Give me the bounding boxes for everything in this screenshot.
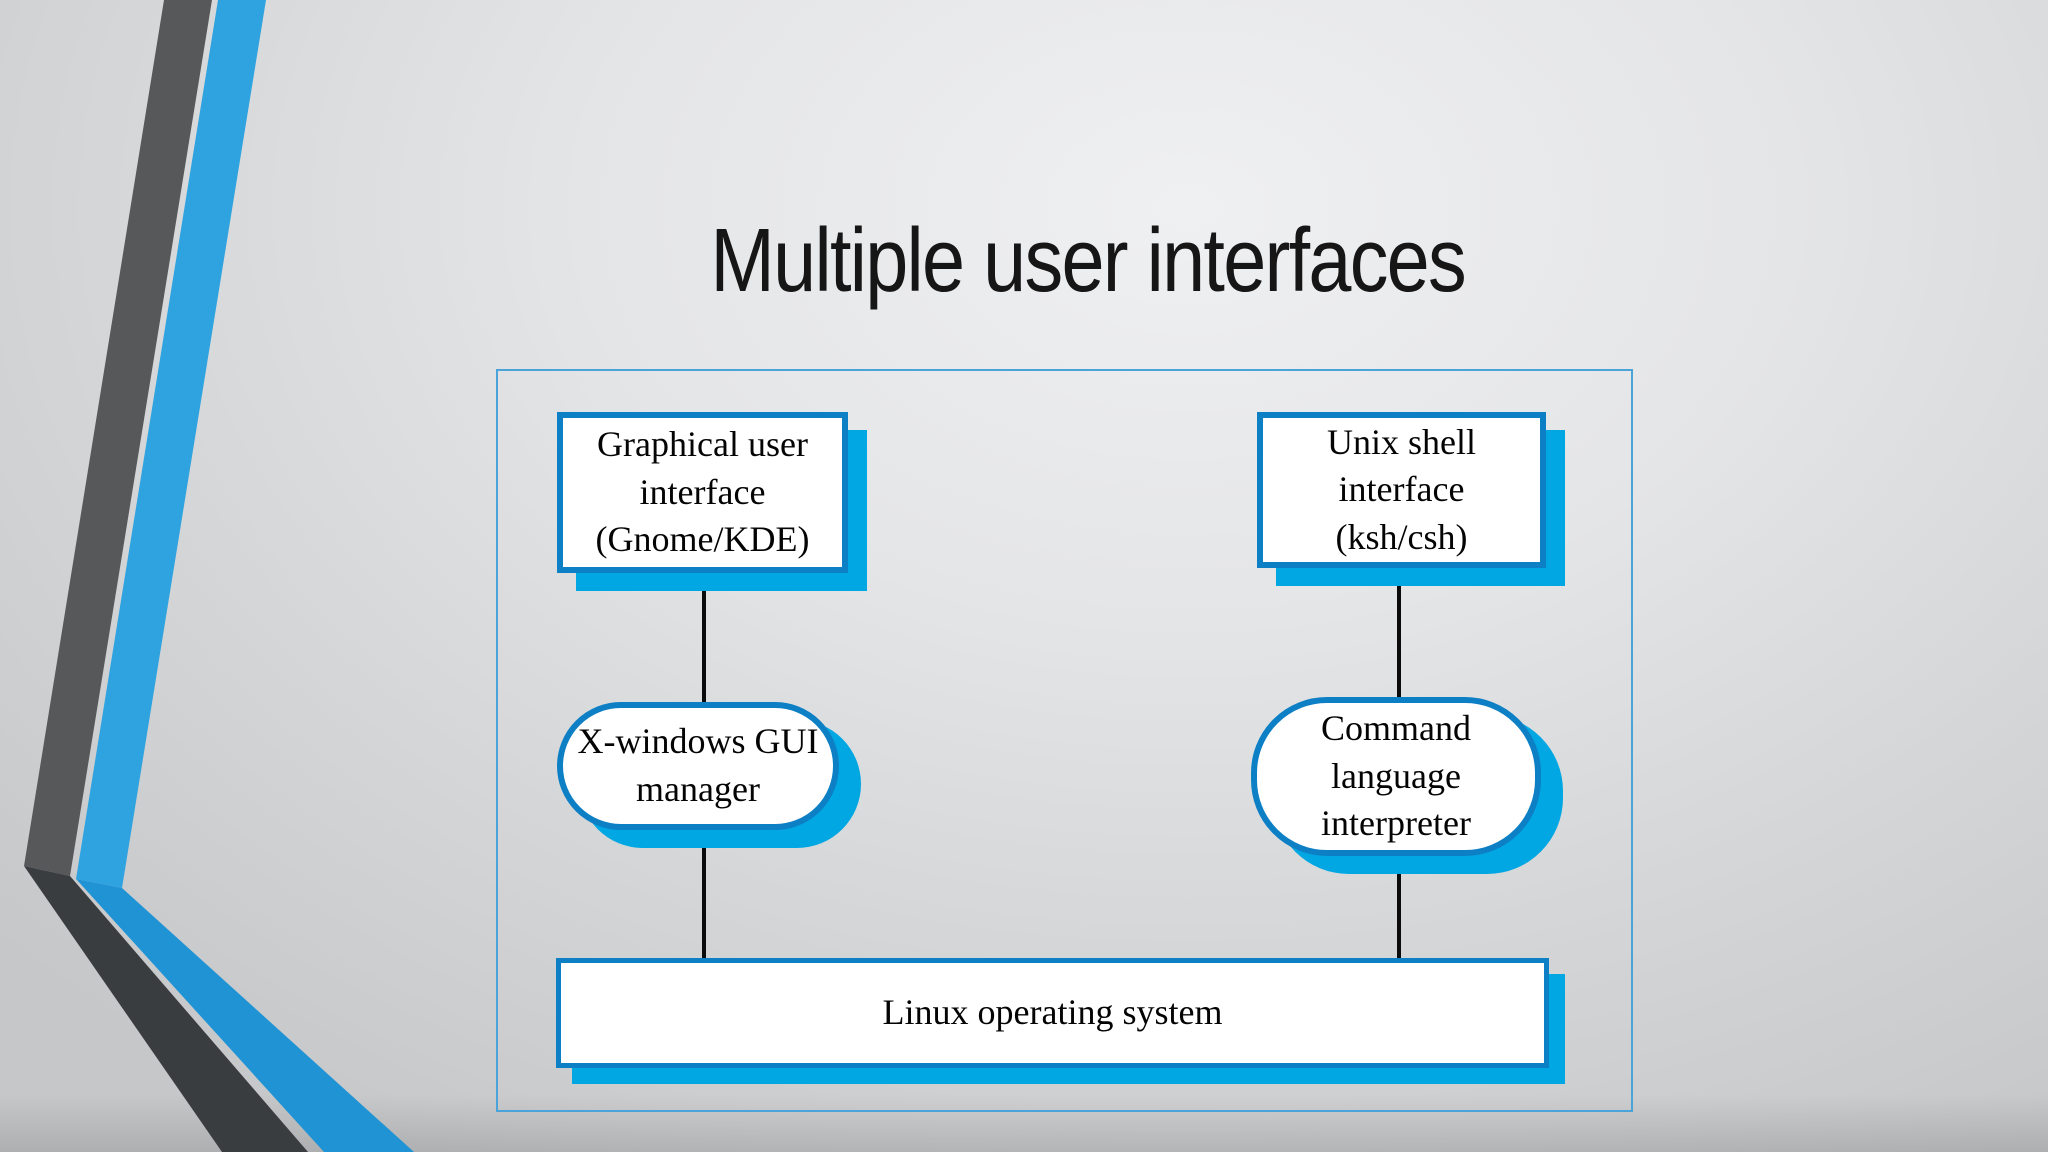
connector-cmd-to-linux [1397, 854, 1401, 960]
node-text-line: interface [639, 471, 766, 512]
node-text-line: (ksh/csh) [1335, 516, 1468, 557]
node-graphical-user-interface: Graphical user interface (Gnome/KDE) [557, 412, 848, 573]
node-text-line: language [1331, 755, 1461, 796]
node-text-line: Graphical user [597, 424, 808, 465]
node-text-line: X-windows GUI [577, 721, 819, 762]
connector-xwin-to-linux [702, 828, 706, 960]
node-unix-shell-interface: Unix shell interface (ksh/csh) [1257, 412, 1546, 568]
node-text-line: (Gnome/KDE) [595, 519, 810, 560]
node-text-line: Command [1321, 708, 1471, 749]
ribbon-gray-upper-stripe [24, 0, 212, 876]
node-linux-operating-system: Linux operating system [556, 958, 1549, 1068]
node-xwindows-gui-manager: X-windows GUI manager [557, 702, 839, 830]
node-text-line: interface [1338, 469, 1465, 510]
node-text-line: manager [636, 769, 760, 809]
connector-unix-to-cmd [1397, 566, 1401, 699]
node-command-language-interpreter: Command language interpreter [1251, 697, 1541, 856]
ribbon-blue-lower-stripe [76, 879, 414, 1152]
diagram-frame [496, 369, 1633, 1112]
node-text-line: Unix shell [1327, 421, 1476, 462]
ribbon-gray-lower-stripe [24, 866, 308, 1152]
connector-gui-to-xwin [702, 571, 706, 704]
ribbon-blue-upper-stripe [76, 0, 266, 888]
slide-title: Multiple user interfaces [710, 211, 1467, 311]
node-text-line: interpreter [1321, 803, 1471, 844]
node-text-line: Linux operating system [882, 992, 1223, 1033]
